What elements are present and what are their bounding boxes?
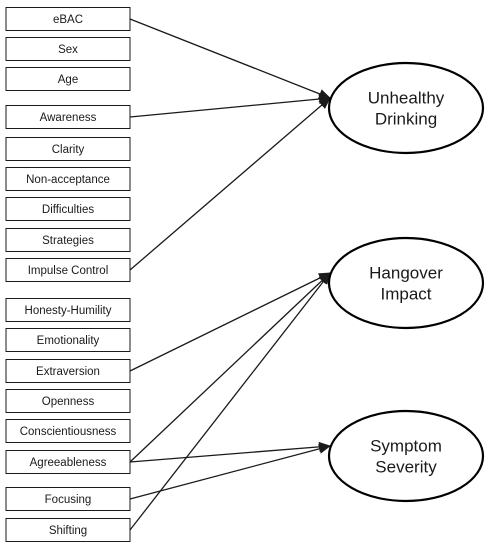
predictor-label: Extraversion	[36, 366, 100, 378]
predictor-boxes: eBAC SexAgeAwarenessClarityNon-acceptance…	[5, 7, 131, 542]
predictor-focusing: Focusing	[5, 487, 131, 511]
paths-layer	[129, 18, 331, 531]
predictor-label: eBAC	[53, 14, 83, 26]
predictor-ebac: eBAC	[5, 7, 131, 31]
predictor-box	[5, 487, 131, 511]
predictor-box	[5, 359, 131, 383]
outcome-ellipse	[327, 236, 485, 330]
predictor-box	[5, 389, 131, 413]
predictor-label: Impulse Control	[28, 265, 109, 277]
predictor-box	[5, 105, 131, 129]
predictor-box	[5, 7, 131, 31]
predictor-label: Emotionality	[37, 335, 100, 347]
predictor-box	[5, 258, 131, 282]
path-arrow-ebac-to-unhealthy-drinking	[129, 18, 331, 99]
predictor-honesty-humility: Honesty-Humility	[5, 298, 131, 322]
outcome-ellipse	[327, 409, 485, 503]
predictor-label: Honesty-Humility	[25, 305, 112, 317]
predictor-box	[5, 167, 131, 191]
predictor-box	[5, 419, 131, 443]
predictor-label: Openness	[42, 396, 95, 408]
predictor-age: Age	[5, 67, 131, 91]
predictor-extraversion: Extraversion	[5, 359, 131, 383]
predictor-non-acceptance: Non-acceptance	[5, 167, 131, 191]
predictor-label: Sex	[58, 44, 78, 56]
predictor-strategies: Strategies	[5, 228, 131, 252]
predictor-box	[5, 37, 131, 61]
predictor-label: Focusing	[45, 494, 92, 506]
predictor-box	[5, 518, 131, 542]
predictor-label: Age	[58, 74, 78, 86]
predictor-label: Agreeableness	[30, 457, 107, 469]
predictor-box	[5, 228, 131, 252]
predictor-label: Awareness	[40, 112, 97, 124]
predictor-emotionality: Emotionality	[5, 328, 131, 352]
predictor-difficulties: Difficulties	[5, 197, 131, 221]
path-arrow-shifting-to-hangover-impact	[129, 272, 331, 531]
predictor-box	[5, 67, 131, 91]
path-arrow-impulse-control-to-unhealthy-drinking	[129, 97, 331, 271]
outcome-ellipse	[327, 61, 485, 155]
predictor-clarity: Clarity	[5, 137, 131, 161]
predictor-openness: Openness	[5, 389, 131, 413]
predictor-shifting: Shifting	[5, 518, 131, 542]
predictor-box	[5, 197, 131, 221]
predictor-label: Shifting	[49, 525, 87, 537]
outcome-label: Drinking	[375, 110, 437, 129]
predictor-agreeableness: Agreeableness	[5, 450, 131, 474]
outcome-label: Severity	[375, 458, 437, 477]
predictor-conscientiousness: Conscientiousness	[5, 419, 131, 443]
predictor-box	[5, 298, 131, 322]
predictor-box	[5, 450, 131, 474]
path-arrow-agreeableness-to-symptom-severity	[129, 441, 331, 463]
predictor-sex: Sex	[5, 37, 131, 61]
path-arrow-focusing-to-symptom-severity	[129, 443, 331, 500]
path-arrow-awareness-to-unhealthy-drinking	[129, 94, 331, 118]
outcome-label: Symptom	[370, 437, 442, 456]
predictor-label: Conscientiousness	[20, 426, 117, 438]
predictor-label: Strategies	[42, 235, 94, 247]
path-arrow-agreeableness-to-hangover-impact	[129, 272, 331, 463]
predictor-awareness: Awareness	[5, 105, 131, 129]
outcome-label: Unhealthy	[368, 89, 445, 108]
predictor-box	[5, 328, 131, 352]
predictor-label: Clarity	[52, 144, 85, 156]
predictor-impulse-control: Impulse Control	[5, 258, 131, 282]
outcome-label: Hangover	[369, 264, 443, 283]
predictor-label: Non-acceptance	[26, 174, 110, 186]
predictor-box	[5, 137, 131, 161]
outcome-label: Impact	[380, 285, 431, 304]
path-arrow-extraversion-to-hangover-impact	[129, 272, 331, 372]
predictor-label: Difficulties	[42, 204, 94, 216]
outcome-ellipses: UnhealthyDrinkingHangoverImpactSymptomSe…	[327, 61, 485, 503]
